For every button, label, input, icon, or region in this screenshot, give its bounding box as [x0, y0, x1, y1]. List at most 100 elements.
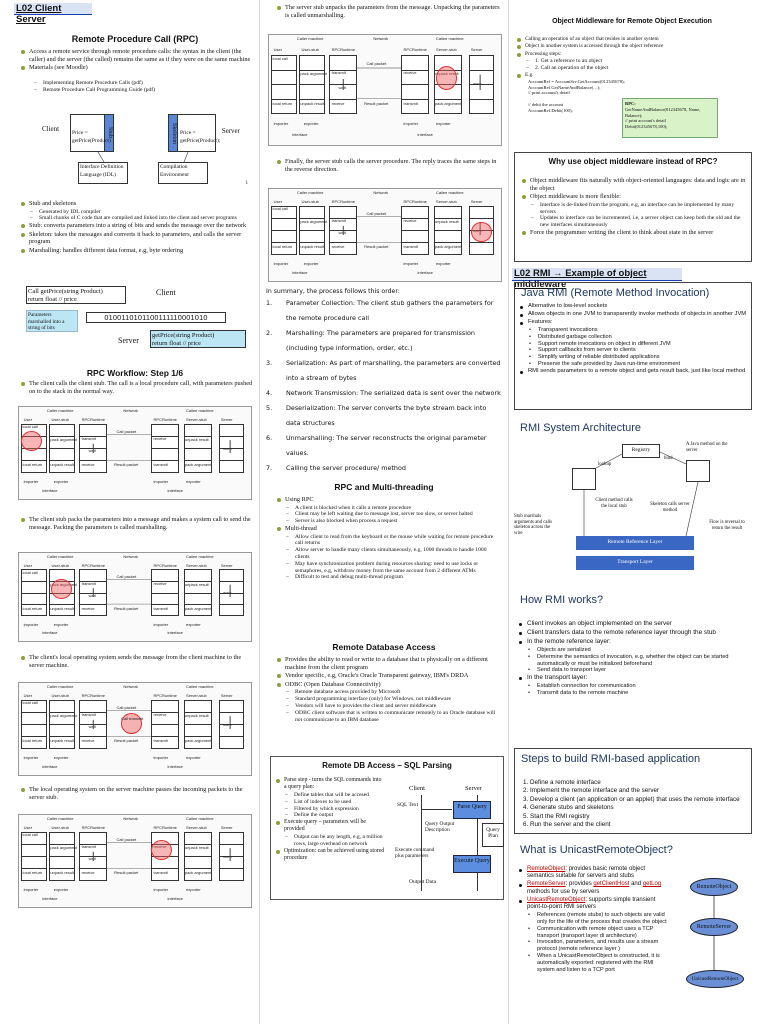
dia-box-row — [80, 712, 107, 714]
dia-box-row — [219, 724, 244, 726]
fig-page-number: 1 — [245, 181, 249, 186]
dia-box-row — [469, 242, 494, 244]
dia-box-row — [152, 724, 179, 726]
dia-box-row — [22, 581, 46, 583]
jrmi-bullet-4: RMI sends parameters to a remote object … — [519, 368, 749, 375]
dia-box-row — [330, 218, 357, 220]
dia-col-head-5: Server — [220, 562, 233, 568]
dia-call-packet: Call packet — [116, 574, 137, 580]
why-title: Why use object middleware instead of RPC… — [548, 157, 718, 166]
dia-col-head-0: User — [23, 417, 33, 423]
dia-pack: pack argument — [50, 437, 77, 443]
dia-box-row — [184, 736, 211, 738]
dia-pack-srv: pack argument — [434, 244, 462, 250]
dia-importer: importer — [273, 120, 289, 126]
sql-parse-box: Parse Query — [453, 801, 491, 819]
om-code-1: AccountRef = AccountSrv.GetAccount(01234… — [528, 79, 625, 85]
sql-bullet-3: Optimization: can be achieved using stor… — [275, 848, 385, 862]
step-item: 6. Run the server and the client — [523, 821, 611, 829]
mt-sublist-2: Allow client to read from the keyboard o… — [286, 534, 502, 582]
step-item: 1. Define a remote interface — [523, 779, 601, 786]
om-code-4: // debit the account — [528, 102, 564, 107]
dia-importer: importer — [273, 260, 289, 266]
dia-box-row — [219, 460, 244, 462]
dia-col-head-4: Server-stub — [186, 693, 207, 699]
uro-sub-item-2: Communication with remote object uses a … — [528, 926, 668, 940]
jrmi-sub-item-5: Simplify writing of reliable distributed… — [529, 354, 749, 361]
uro-b2-end: methods for use by servers — [527, 888, 600, 895]
dia-box-row — [300, 70, 324, 72]
stub-bullet-1: Stub and skeletons — [20, 200, 254, 208]
dia-col-head-5: Server — [220, 417, 233, 423]
dia-local-call: local call — [272, 206, 288, 212]
uro-getlog-link: getLog — [642, 881, 662, 888]
marshal-server-label: Server — [118, 336, 139, 345]
stub-sub-2: Small chunks of C code that are compiled… — [30, 215, 254, 222]
dia-exporter-srv: exporter — [186, 754, 201, 760]
sql-title: Remote DB Access – SQL Parsing — [322, 761, 452, 770]
workflow-step-4: The local operating system on the server… — [20, 786, 254, 801]
how-sub1-item-1: Objects are serialized — [528, 647, 748, 654]
arch-figure: Registry A Java method on the server loo… — [514, 440, 752, 580]
dia-caller-label: Caller machine — [296, 189, 324, 195]
dia-box-0 — [271, 54, 297, 115]
fig-stub-label: Stub — [104, 114, 114, 152]
dia-col-head-0: User — [273, 47, 283, 53]
dia-pack-srv: pack argument — [434, 101, 462, 106]
marshal-server-call: getPrice(string Product) — [152, 332, 215, 339]
summary-item: 6.Unmarshalling: The server reconstructs… — [266, 431, 502, 461]
dia-pack-srv: pack argument — [184, 870, 212, 876]
dia-box-row — [50, 436, 74, 438]
sql-sub1-item-1: Define tables that will be accesed — [285, 792, 385, 799]
arch-title: RMI System Architecture — [520, 422, 642, 434]
dia-col-head-1: User-stub — [51, 417, 69, 423]
dia-result-packet: Result packet — [364, 101, 389, 106]
uro-bullet-1: RemoteObject: provides basic remote obje… — [518, 866, 668, 880]
dia-caller-label: Caller machine — [296, 36, 324, 42]
rda-bullet-3: ODBC (Open Database Connectivity) — [276, 681, 502, 689]
dia-box-row — [330, 70, 357, 72]
dia-box-row — [272, 84, 296, 86]
dia-box-row — [22, 712, 46, 714]
om-sublist: 1. Get a reference to an object2. Call a… — [526, 58, 750, 72]
dia-local-return: local return — [272, 101, 293, 106]
rpc-bullet-2: Materials (see Moodle) — [20, 64, 252, 72]
dia-box-row — [80, 844, 107, 846]
dia-box-row — [152, 448, 179, 450]
dia-col-head-4: Server-stub — [436, 199, 457, 205]
dia-col-head-1: User-stub — [51, 825, 69, 831]
rda-sub-item-1: Remote database access provided by Micro… — [286, 689, 502, 696]
dia-box-row — [300, 218, 324, 220]
dia-box-row — [184, 436, 211, 438]
sql-query-plan: Query Plan — [482, 823, 504, 847]
dia-receive: receive — [81, 870, 95, 876]
dia-col-head-5: Server — [220, 693, 233, 699]
om-rpc-1: GetNameAndBalance(012345678, Name, Balan… — [625, 106, 701, 118]
dia-unpack: unpack result — [50, 738, 75, 744]
dia-box-row — [330, 98, 357, 100]
fig-price-client: Price = getPrice(Product) — [72, 130, 111, 144]
dia-col-head-4: Server-stub — [436, 47, 457, 53]
dia-box-4 — [183, 423, 212, 474]
dia-box-row — [152, 712, 179, 714]
workflow-step-3: The client's local operating system send… — [20, 654, 254, 669]
how-bullet-4: In the transport layer: — [518, 674, 748, 682]
om-bullet-2: Object in another system is accessed thr… — [516, 43, 750, 50]
dia-box-row — [184, 460, 211, 462]
jrmi-sub-item-6: Preserve the safe provided by Java run-t… — [529, 361, 749, 368]
dia-receive: receive — [81, 738, 95, 744]
dia-box-row — [184, 603, 211, 605]
dia-transmit: transmit — [81, 844, 96, 850]
dia-local-return: local return — [22, 870, 43, 876]
om-bullet-3: Processing steps: — [516, 51, 750, 58]
dia-col-head-1: User-stub — [51, 693, 69, 699]
why-bullet-2: Object middleware is more flexible: — [521, 193, 747, 201]
dia-box-row — [184, 856, 211, 858]
uro-node-remoteobject: RemoteObject — [690, 878, 738, 896]
jrmi-sub-item-4: Support callbacks from server to clients — [529, 347, 749, 354]
dia-local-return: local return — [22, 605, 43, 611]
how-sublist-1: Objects are serializedDetermine the sema… — [528, 647, 748, 674]
dia-work: work — [223, 445, 232, 451]
dia-unpack-srv: unpack result — [434, 219, 459, 225]
